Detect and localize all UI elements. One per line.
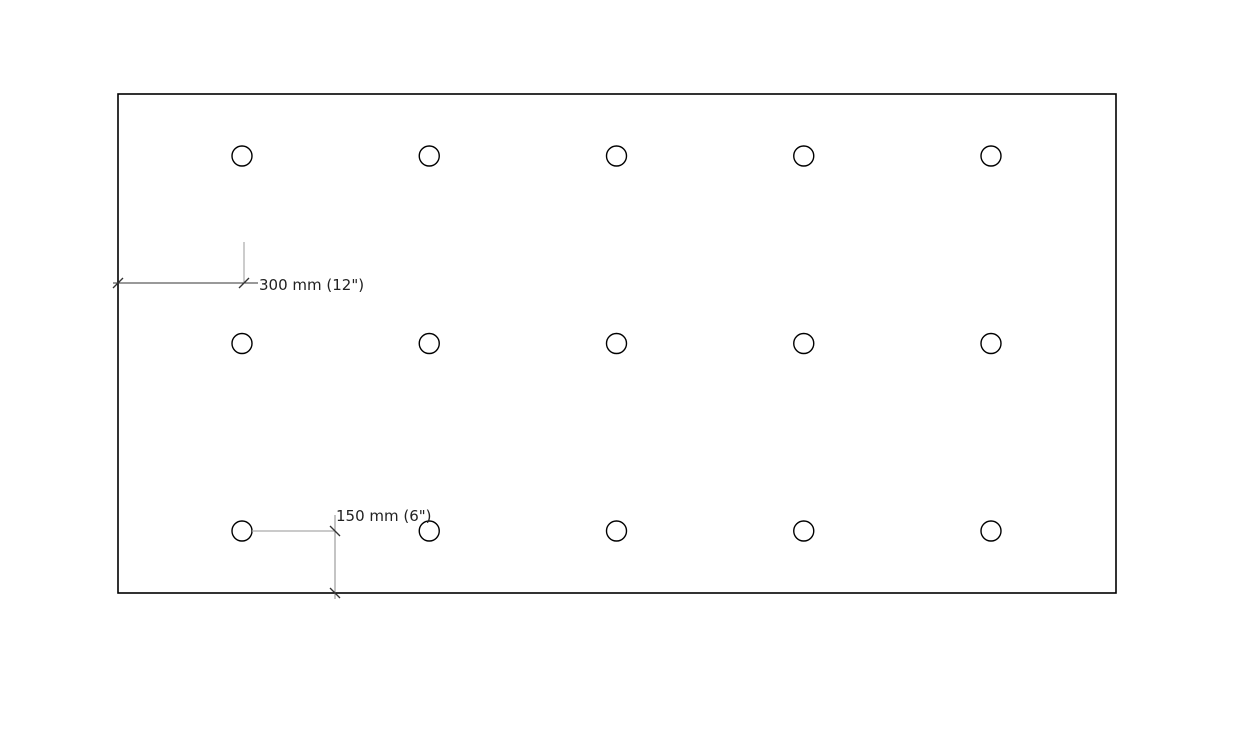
hole xyxy=(980,332,1002,355)
hole xyxy=(793,145,815,167)
panel-outline xyxy=(117,93,1117,594)
hole xyxy=(418,332,440,355)
dimension-label: 150 mm (6") xyxy=(336,507,432,525)
hole xyxy=(231,145,253,167)
tick-mark xyxy=(329,525,341,537)
dimension-hole-to-edge: 150 mm (6") xyxy=(252,507,432,599)
hole xyxy=(793,332,815,355)
tick-mark xyxy=(329,587,341,599)
hole xyxy=(605,520,628,542)
hole xyxy=(418,145,440,167)
hole xyxy=(980,520,1002,542)
hole xyxy=(231,332,253,355)
hole xyxy=(418,520,440,542)
tick-mark xyxy=(238,277,250,289)
hole xyxy=(231,520,253,542)
hole-grid xyxy=(231,145,1002,542)
dimension-label: 300 mm (12") xyxy=(259,276,364,294)
hole xyxy=(793,520,815,542)
hole xyxy=(605,332,628,355)
hole xyxy=(980,145,1002,167)
hole xyxy=(605,145,628,167)
dimension-edge-to-hole: 300 mm (12") xyxy=(112,242,364,294)
tick-mark xyxy=(112,277,124,289)
